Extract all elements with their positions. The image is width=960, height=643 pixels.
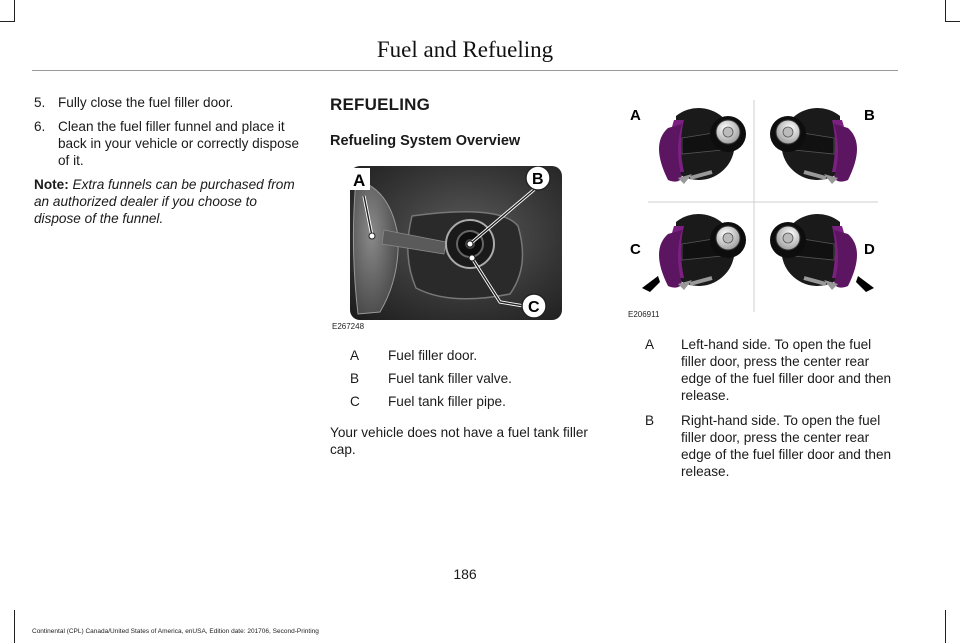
filler-door-shape [352,179,399,315]
step-text: Fully close the fuel filler door. [58,95,234,110]
side-item: A Left-hand side. To open the fuel fille… [645,336,895,404]
crop-mark [946,21,960,22]
panel-label-b: B [864,107,875,124]
header-divider [32,70,898,71]
figure-label-b: B [532,171,544,188]
callout-key: A [350,348,360,363]
callout-item: A Fuel filler door. [350,348,600,371]
side-item: B Right-hand side. To open the fuel fill… [645,412,895,480]
callout-text: Fuel tank filler valve. [388,371,512,386]
figure-code: E267248 [332,322,365,331]
callout-item: C Fuel tank filler pipe. [350,394,600,417]
left-column: 5. Fully close the fuel filler door. 6. … [34,94,306,227]
step-item: 5. Fully close the fuel filler door. [34,94,306,111]
page-number: 186 [453,566,477,582]
figure-label-a: A [353,171,365,190]
step-item: 6. Clean the fuel filler funnel and plac… [34,118,306,169]
panel-c [642,213,747,292]
filler-door-panels-figure: A B C D [630,100,878,312]
panel-label-c: C [630,241,641,258]
callout-text: Fuel tank filler pipe. [388,394,506,409]
note-text: Extra funnels can be purchased from an a… [34,177,295,226]
section-heading: REFUELING [330,95,431,114]
panel-label-a: A [630,107,641,124]
page-title: Fuel and Refueling [376,37,554,62]
callout-text: Fuel filler door. [388,348,478,363]
step-list: 5. Fully close the fuel filler door. 6. … [34,94,306,169]
fuel-filler-figure: A B C [350,166,562,320]
side-key: B [645,413,655,428]
side-list: A Left-hand side. To open the fuel fille… [645,336,895,488]
crop-mark [0,21,14,22]
side-text: Left-hand side. To open the fuel filler … [681,337,892,403]
crop-mark [14,610,15,643]
callout-list: A Fuel filler door. B Fuel tank filler v… [350,348,600,417]
body-paragraph: Your vehicle does not have a fuel tank f… [330,425,588,457]
figure-label-c: C [528,299,540,316]
step-number: 6. [34,119,46,134]
middle-column: REFUELING Refueling System Overview [330,96,602,150]
panel-d [769,213,874,292]
panel-a [658,107,747,184]
footer-text: Continental (CPL) Canada/United States o… [32,628,319,635]
note: Note: Extra funnels can be purchased fro… [34,176,306,227]
figure-code: E206911 [628,310,660,319]
note-label: Note: [34,177,69,192]
callout-item: B Fuel tank filler valve. [350,371,600,394]
step-number: 5. [34,95,46,110]
side-text: Right-hand side. To open the fuel filler… [681,413,892,479]
hinge-arm [381,229,447,255]
panel-b [769,107,858,184]
side-key: A [645,337,655,352]
step-text: Clean the fuel filler funnel and place i… [58,119,300,168]
panel-label-d: D [864,241,875,258]
crop-mark [945,610,946,643]
crop-mark [14,0,15,22]
section-subheading: Refueling System Overview [330,133,521,149]
callout-key: B [350,371,360,386]
crop-mark [945,0,946,22]
callout-key: C [350,394,360,409]
